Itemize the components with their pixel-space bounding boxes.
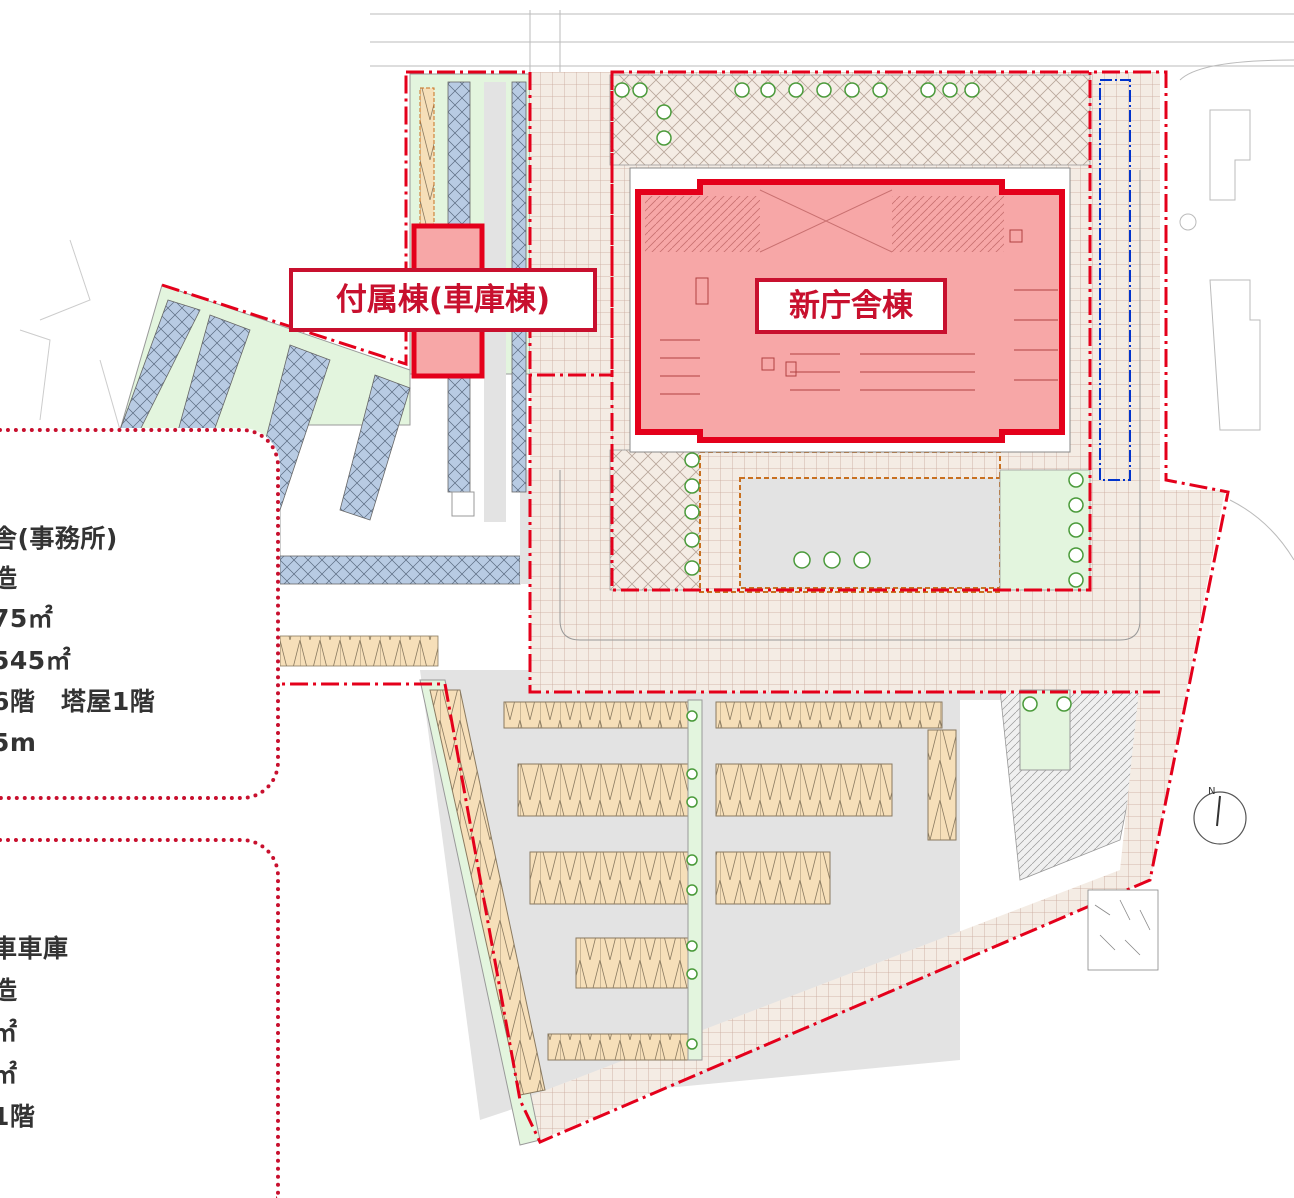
east-structures	[1179, 59, 1294, 561]
info-line-floors: 6階 塔屋1階	[0, 687, 156, 716]
info-line-structure: 造	[0, 976, 18, 1005]
north-arrow	[1193, 791, 1247, 845]
new-office-building-label: 新庁舎棟	[755, 278, 947, 334]
site-boundary	[161, 70, 1230, 1144]
info-line-building-area: ㎡	[0, 1018, 18, 1047]
south-parking	[429, 689, 957, 1096]
info-line-floor-area: ㎡	[0, 1060, 18, 1089]
new-office-info-panel: 舎(事務所) 造 75㎡ 545㎡ 6階 塔屋1階 5m	[0, 428, 280, 800]
info-line-use: 舎(事務所)	[0, 524, 118, 553]
annex-building-label: 付属棟(車庫棟)	[289, 268, 597, 332]
shrubs	[1087, 889, 1159, 971]
info-line-structure: 造	[0, 564, 18, 593]
annex-info-panel: 車車庫 造 ㎡ ㎡ 1階	[0, 838, 280, 1198]
top-road	[370, 10, 1294, 72]
info-line-floors: 1階	[0, 1102, 36, 1131]
west-scraps	[19, 239, 121, 431]
info-line-height: 5m	[0, 728, 37, 757]
trees	[614, 82, 1084, 1050]
info-line-floor-area: 545㎡	[0, 646, 72, 675]
site-plan	[19, 10, 1294, 1146]
info-line-use: 車車庫	[0, 934, 69, 963]
north-label: N	[1208, 786, 1216, 797]
info-line-building-area: 75㎡	[0, 604, 54, 633]
